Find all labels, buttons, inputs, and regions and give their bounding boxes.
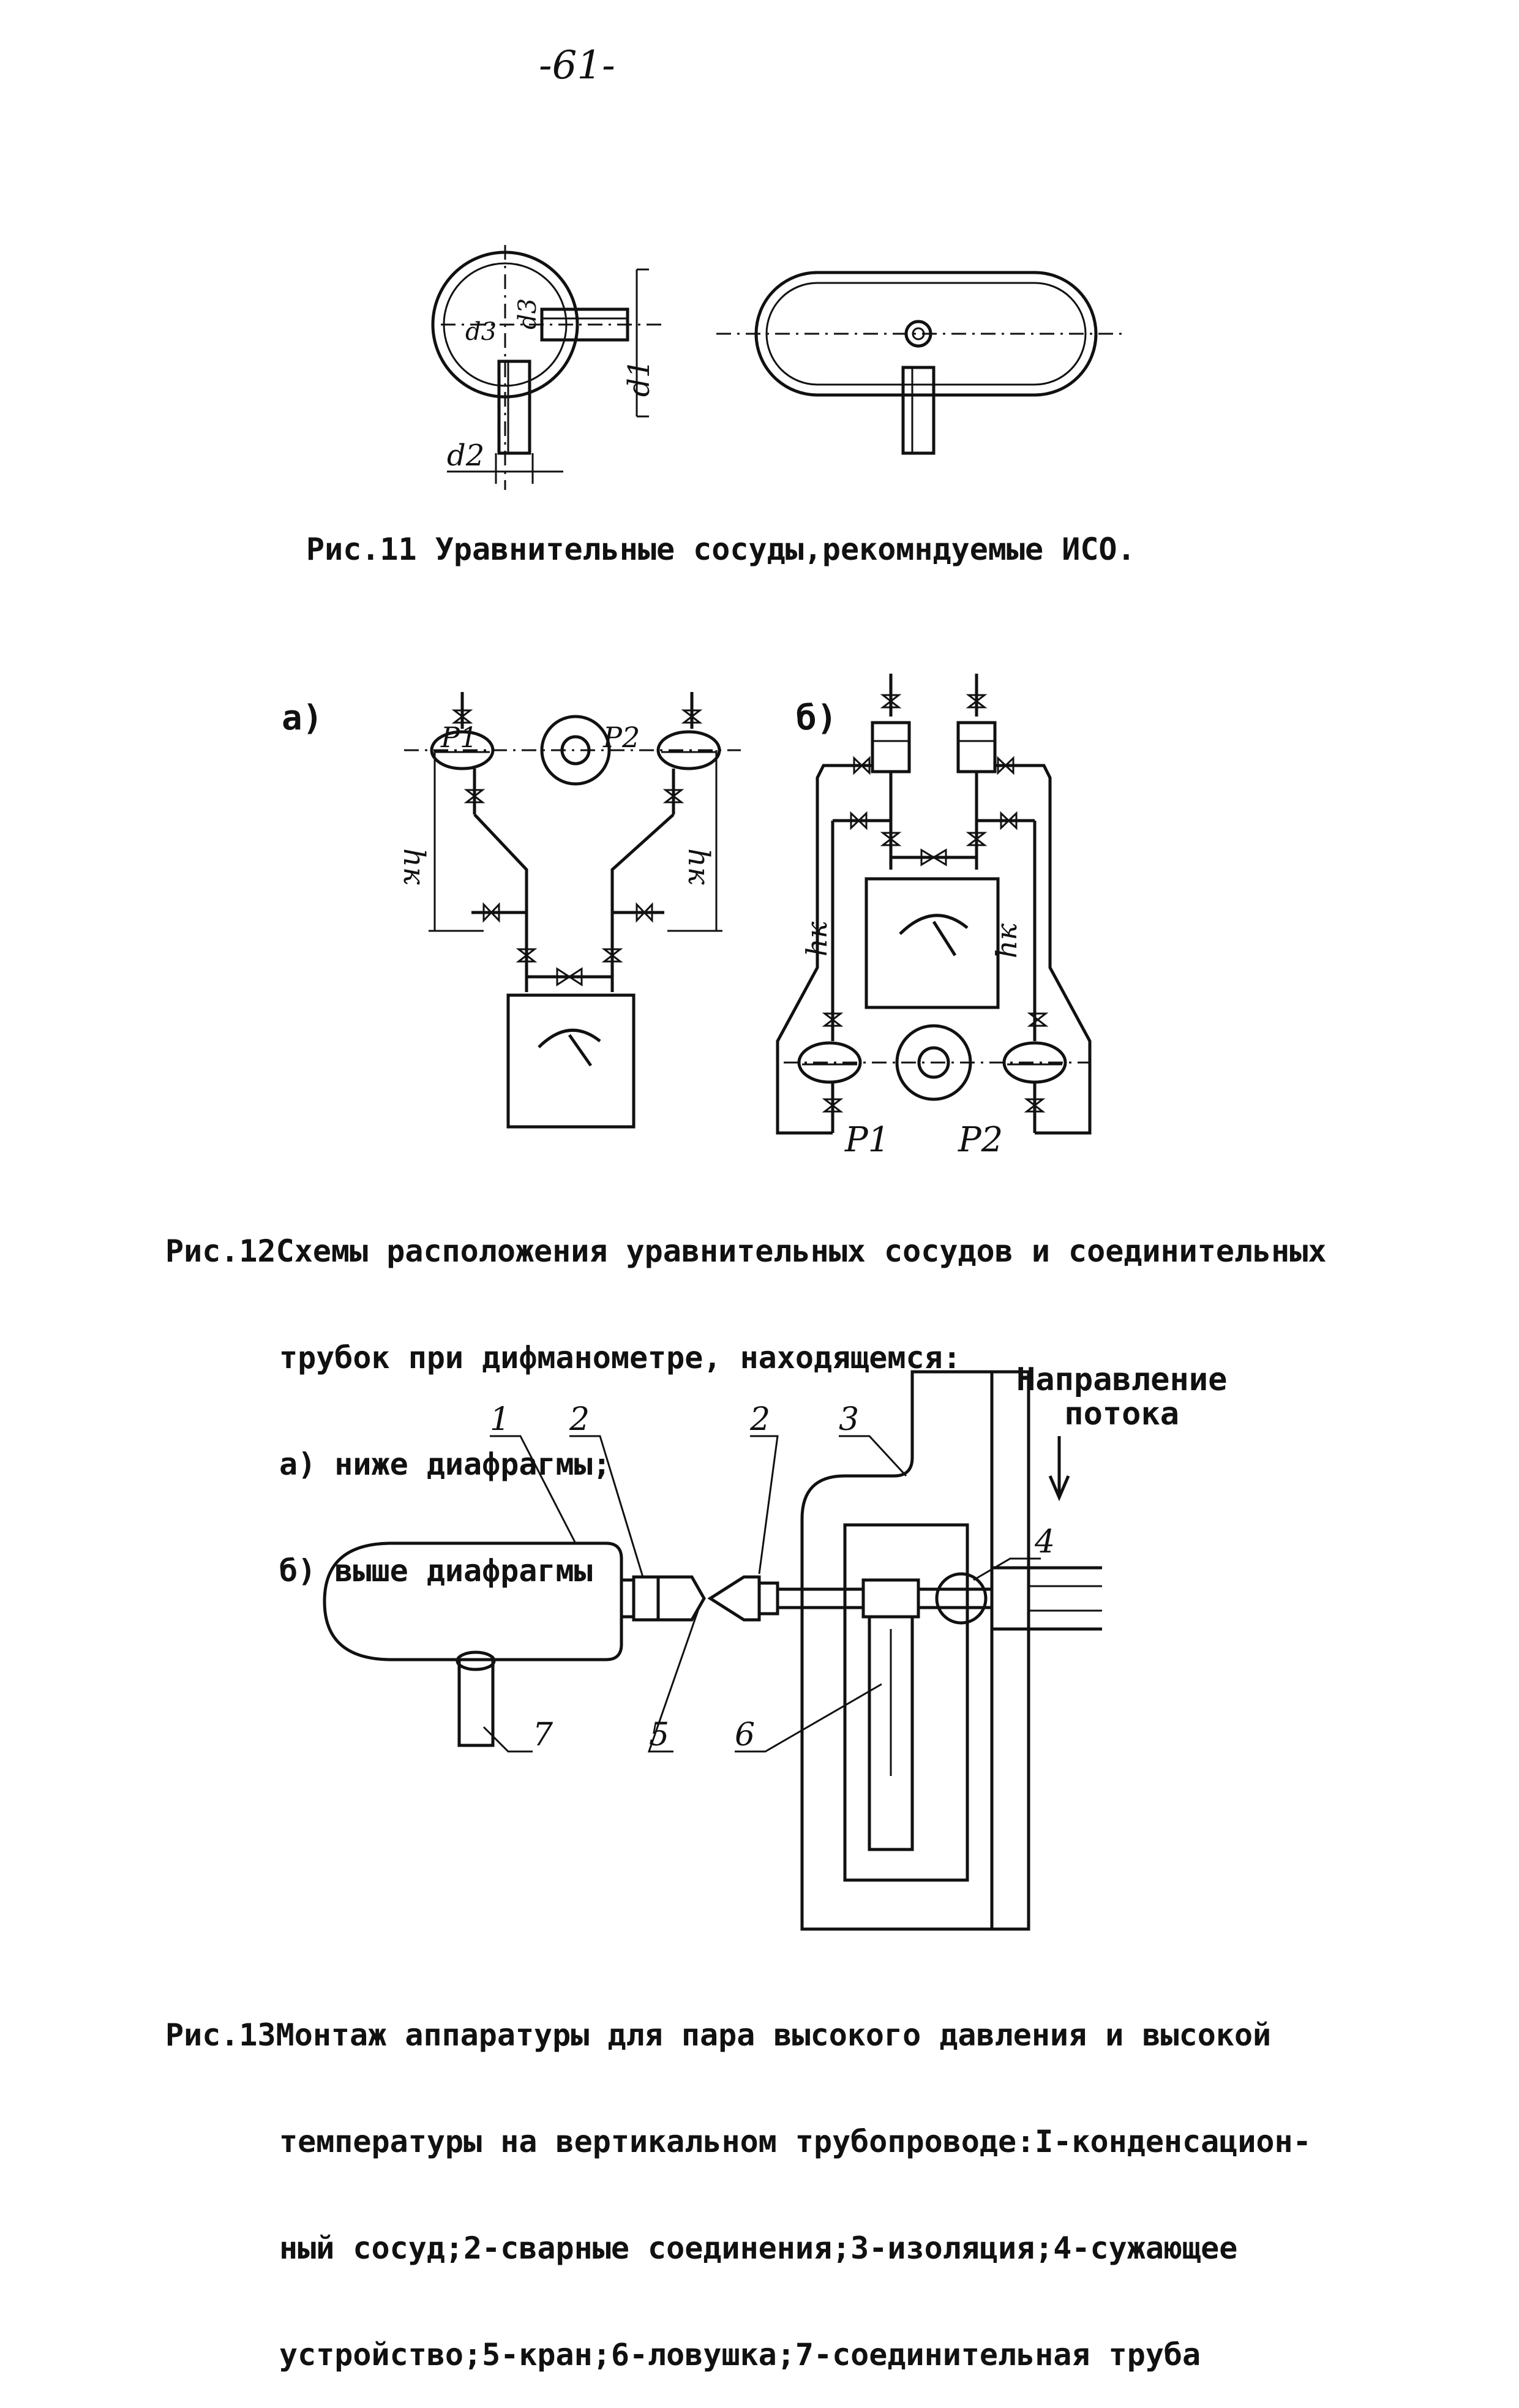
fig12a-label-hk-left: hк	[397, 848, 431, 885]
fig12-caption-line-3: а) ниже диафрагмы;	[279, 1447, 611, 1482]
fig12-label-b: б)	[796, 698, 838, 738]
fig12b-label-p1: P1	[844, 1120, 890, 1160]
fig12-caption-number: Рис.12	[165, 1233, 276, 1269]
fig11-horizontal-vessel	[716, 271, 1127, 455]
fig12-caption-line-4: б) выше диафрагмы	[279, 1553, 593, 1589]
fig12b-label-p2: P2	[958, 1120, 1003, 1160]
fig13-callout-6: 6	[735, 1717, 755, 1753]
fig11-label-d1: d1	[622, 359, 656, 397]
fig12b-label-hk-left: hк	[800, 921, 833, 957]
fig13-caption-line-4: устройство;5-кран;6-ловушка;7-соединител…	[279, 2337, 1201, 2372]
fig13-flow-arrow	[1048, 1436, 1070, 1502]
fig13-callout-2a: 2	[569, 1401, 590, 1438]
fig13-caption-number: Рис.13	[165, 2017, 276, 2053]
fig13-callout-2b: 2	[749, 1401, 770, 1438]
fig12-caption-line-2: трубок при дифманометре, находящемся:	[279, 1340, 961, 1375]
fig12a-scheme	[404, 692, 741, 1129]
fig12a-label-p2: P2	[602, 721, 640, 754]
fig13-condensing-vessel	[323, 1541, 706, 1747]
fig13-leaders	[482, 1435, 1041, 1753]
fig12a-label-hk-right: hк	[681, 848, 716, 885]
figure-12-drawing: P1 P2 hк hк	[397, 674, 1092, 1160]
fig13-caption-line-1: Монтаж аппаратуры для пара высокого давл…	[276, 2017, 1272, 2053]
figure-11-drawing: d3 d3 d1 d2	[431, 245, 1127, 490]
fig11-caption-number: Рис.11	[306, 532, 417, 567]
fig13-callout-3: 3	[839, 1401, 859, 1438]
fig12a-label-p1: P1	[440, 721, 478, 754]
fig11-label-d3b: d3	[514, 298, 542, 329]
fig11-spherical-vessel	[431, 245, 667, 490]
fig13-callout-5: 5	[649, 1717, 669, 1753]
fig12-label-a: а)	[282, 698, 323, 738]
fig12-caption-line-1: Схемы расположения уравнительных сосудов…	[276, 1233, 1327, 1269]
fig13-callout-1: 1	[490, 1401, 510, 1438]
fig13-flow-label: Направление потока	[1016, 1361, 1228, 1432]
fig11-label-d2: d2	[447, 438, 484, 473]
fig13-callout-7: 7	[533, 1717, 553, 1753]
figure-13-drawing: 1 2 2 3 4 5 6 7	[323, 1370, 1102, 1931]
fig13-caption-line-2: температуры на вертикальном трубопроводе…	[279, 2124, 1311, 2159]
fig13-caption: Рис.13Монтаж аппаратуры для пара высоког…	[165, 1946, 1311, 2408]
fig13-valve	[707, 1575, 865, 1622]
fig11-label-d3: d3	[465, 318, 497, 346]
fig11-caption-text: Уравнительные сосуды,рекомндуемые ИСО.	[435, 532, 1136, 567]
fig12b-label-hk-right: hк	[990, 923, 1023, 958]
fig12b-scheme	[776, 674, 1092, 1135]
fig13-caption-line-3: ный сосуд;2-сварные соединения;3-изоляци…	[279, 2230, 1238, 2266]
fig13-callout-4: 4	[1034, 1524, 1055, 1560]
page-number: -61-	[539, 43, 615, 88]
fig12-caption: Рис.12Схемы расположения уравнительных с…	[165, 1162, 1326, 1624]
fig11-caption: Рис.11 Уравнительные сосуды,рекомндуемые…	[306, 532, 1136, 567]
fig13-insulation	[800, 1370, 1102, 1931]
